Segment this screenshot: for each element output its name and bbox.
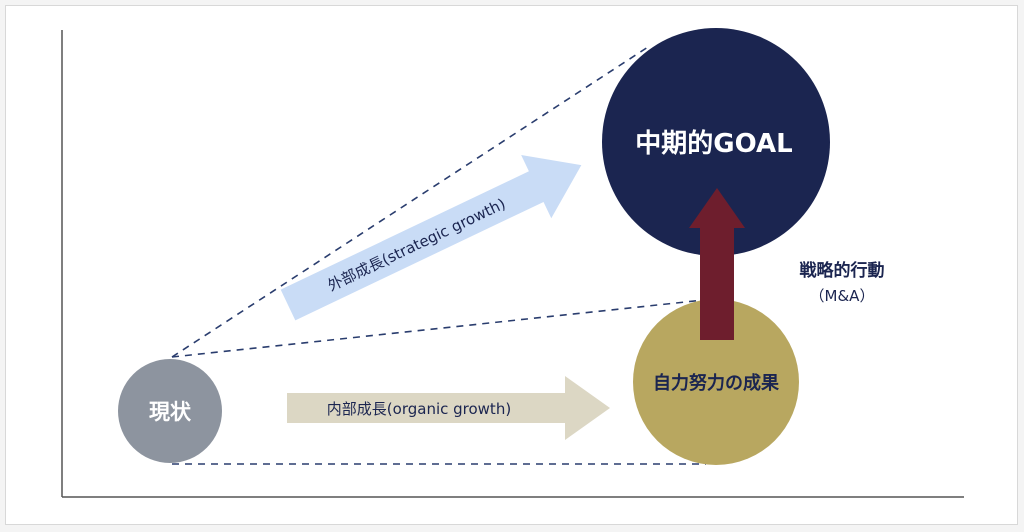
organic-arrow-shape [287,376,610,440]
goal-circle [602,28,830,256]
dashed-guides [171,46,706,465]
annotation-title: 戦略的行動 [800,260,885,281]
current-state-node: 現状 [118,359,222,463]
strategic-action-annotation: 戦略的行動 （M&A） [800,260,885,305]
current-state-circle [118,359,222,463]
dashed-line-to-goal [171,46,649,358]
strategic-arrow-shape [280,155,582,321]
self-effort-label: 自力努力の成果 [653,372,780,394]
organic-arrow-label: 内部成長(organic growth) [327,400,511,418]
goal-node: 中期的GOAL [602,28,830,256]
self-effort-circle [633,299,799,465]
goal-label: 中期的GOAL [635,128,792,159]
organic-growth-arrow: 内部成長(organic growth) [287,376,610,440]
self-effort-node: 自力努力の成果 [633,299,799,465]
strategic-arrow-label: 外部成長(strategic growth) [325,195,509,295]
strategic-growth-arrow: 外部成長(strategic growth) [280,155,582,321]
dashed-line-to-self-effort [171,299,705,358]
ma-arrow [689,188,745,340]
annotation-subtitle: （M&A） [810,287,875,305]
current-state-label: 現状 [149,400,192,424]
